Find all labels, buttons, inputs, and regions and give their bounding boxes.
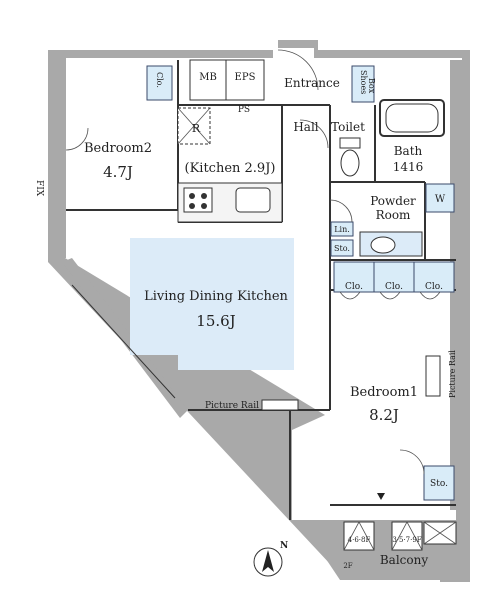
stove-burners <box>189 193 207 209</box>
entry-marker-icon <box>377 493 385 500</box>
bedroom2-name: Bedroom2 <box>84 141 152 156</box>
mb-shaft <box>189 59 227 101</box>
powder-name: Powder <box>370 194 416 208</box>
balcony-unit-left-label: 4·6·8F <box>348 536 371 544</box>
picture-rail-bed1 <box>425 355 441 397</box>
closet-2-label: Clo. <box>385 282 403 292</box>
ldk-highlight <box>130 238 294 370</box>
bedroom1-size: 8.2J <box>369 406 399 424</box>
door-swings <box>65 49 425 475</box>
compass-icon <box>253 547 283 577</box>
bathtub <box>379 99 445 137</box>
fix-label: FIX <box>34 180 44 197</box>
shoes-box <box>351 65 375 103</box>
closet-1-label: Clo. <box>345 282 363 292</box>
hall-name: Hall <box>293 120 318 134</box>
bedroom2-size: 4.7J <box>103 163 133 181</box>
washer <box>425 183 455 213</box>
diagonal-window <box>71 284 176 399</box>
eps-label: EPS <box>235 72 256 83</box>
closet-3 <box>413 261 455 293</box>
storage-bedroom1-label: Sto. <box>430 479 448 489</box>
bath-size: 1416 <box>393 160 424 174</box>
kitchen-name: (Kitchen 2.9J) <box>185 161 276 176</box>
balcony-small-label: 2F <box>343 562 352 570</box>
box-label: Box <box>367 78 376 94</box>
linen-label: Lin. <box>334 225 350 234</box>
washer-label: W <box>435 194 446 205</box>
ldk-name: Living Dining Kitchen <box>144 289 288 304</box>
toilet-name: Toilet <box>331 120 365 134</box>
storage-powder <box>330 239 354 257</box>
closet-2 <box>373 261 415 293</box>
bedroom2-closet <box>146 65 173 101</box>
compass-label: N <box>280 541 288 551</box>
closet-doors <box>339 291 441 300</box>
ps-label: PS <box>238 105 250 115</box>
kitchen-counter <box>177 182 283 223</box>
powder-name-2: Room <box>376 208 411 222</box>
closet-3-label: Clo. <box>425 282 443 292</box>
powder-basin <box>359 231 423 257</box>
fridge <box>177 107 211 145</box>
entrance-name: Entrance <box>284 76 340 90</box>
storage-powder-label: Sto. <box>334 244 350 253</box>
bedroom1-name: Bedroom1 <box>350 385 418 400</box>
picture-rail-ldk <box>261 399 299 411</box>
picture-rail-ldk-label: Picture Rail <box>205 401 259 411</box>
storage-bedroom1 <box>423 465 455 501</box>
linen-closet <box>330 221 354 237</box>
balcony-name: Balcony <box>380 553 428 567</box>
balcony-unit-right-label: 3·5·7·9F <box>392 536 421 544</box>
bedroom2-closet-label: Clo. <box>155 72 164 88</box>
picture-rail-bed1-label: Picture Rail <box>448 350 457 398</box>
fridge-label: R <box>192 122 201 135</box>
eps-shaft <box>225 59 265 101</box>
mb-label: MB <box>199 72 217 83</box>
closet-1 <box>333 261 375 293</box>
ldk-size: 15.6J <box>196 312 235 330</box>
balcony-outdoor-units <box>343 521 457 551</box>
shoes-label: Shoes <box>359 70 368 94</box>
toilet-fixture <box>339 137 361 177</box>
bath-name: Bath <box>394 144 423 158</box>
